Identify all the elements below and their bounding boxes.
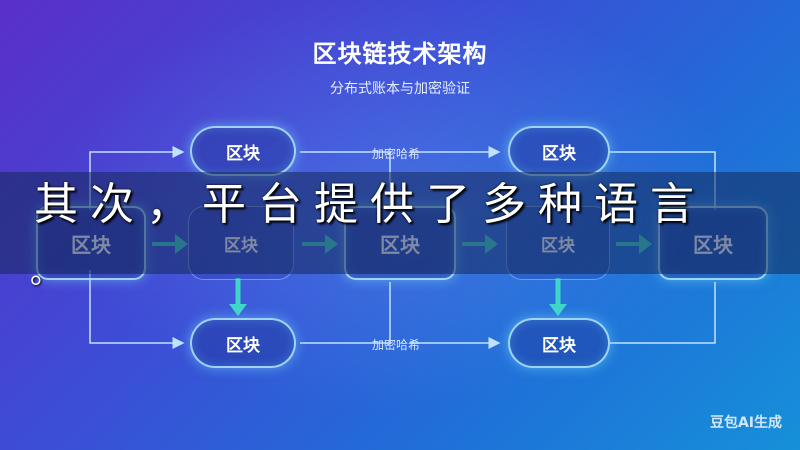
diagram-title: 区块链技术架构 <box>312 40 488 68</box>
encryption-label-top: 加密哈希 <box>372 147 421 161</box>
encryption-label-bottom: 加密哈希 <box>372 338 421 352</box>
diagram-subtitle: 分布式账本与加密验证 <box>330 81 470 97</box>
caption-line-2: 。 <box>30 256 60 291</box>
caption-band <box>0 172 800 274</box>
watermark: 豆包AI生成 <box>709 415 782 431</box>
bottom-right-connector <box>610 282 716 344</box>
block-top-left: 区块 <box>190 126 296 176</box>
down-arrowhead-right <box>549 304 567 316</box>
caption-line-1: 其次，平台提供了多种语言 <box>34 179 706 230</box>
bottom-mid-connector <box>300 282 391 344</box>
block-bottom-right: 区块 <box>508 318 610 368</box>
down-arrowhead-left <box>229 304 247 316</box>
block-bottom-left: 区块 <box>190 318 296 368</box>
bottom-left-connector <box>89 270 185 349</box>
